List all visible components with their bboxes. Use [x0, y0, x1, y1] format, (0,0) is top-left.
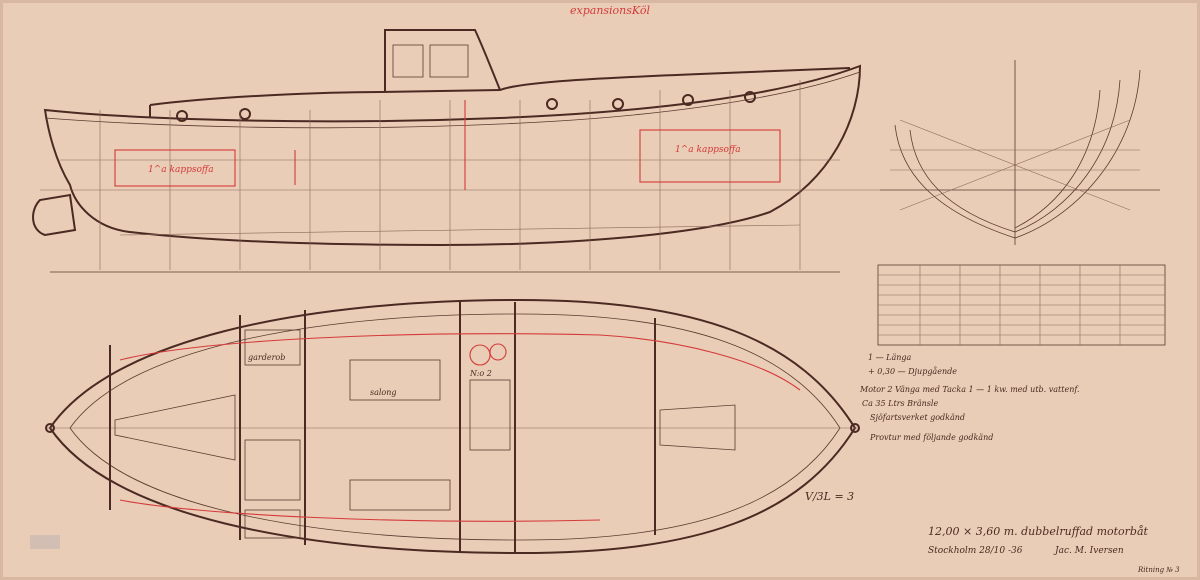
- fore-berth: [659, 404, 736, 451]
- wheelhouse-window-2: [429, 44, 469, 78]
- section-curve: [894, 124, 1016, 239]
- stem-fitting: [45, 423, 55, 433]
- red-mark-after-cabin: [114, 149, 236, 187]
- note: + 0,30 — Djupgående: [868, 367, 957, 376]
- locker: [349, 479, 451, 511]
- after-cabin-label: 1^a kappsoffa: [148, 165, 214, 175]
- settee: [114, 394, 236, 461]
- wheelhouse-window-1: [392, 44, 424, 78]
- body-plan: [877, 60, 1166, 346]
- berth: [244, 329, 301, 366]
- section-curve: [1014, 89, 1101, 229]
- offsets-grid-lines: [878, 265, 1165, 345]
- red-mark-plan: [119, 333, 801, 391]
- engine-box: [469, 379, 511, 451]
- note: Ca 35 Ltrs Bränsle: [862, 399, 938, 408]
- porthole: [176, 110, 188, 122]
- notes-block: 1 — Länga + 0,30 — Djupgående Motor 2 Vä…: [859, 353, 1080, 442]
- note: Provtur med följande godkänd: [869, 433, 993, 442]
- section-curve: [1014, 69, 1141, 239]
- side-profile: [32, 29, 880, 273]
- red-mark-fore-cabin: [639, 129, 781, 183]
- wardrobe-label: garderob: [248, 353, 285, 362]
- porthole: [682, 94, 694, 106]
- keel-line: [119, 224, 801, 236]
- drawing-signature: Jac. M. Iversen: [1053, 546, 1124, 556]
- porthole: [546, 98, 558, 110]
- ratio-label: V/3L = 3: [805, 490, 854, 503]
- fore-cabin-label: 1^a kappsoffa: [675, 145, 741, 155]
- berth: [244, 439, 301, 501]
- red-mark-circle: [489, 343, 507, 361]
- drawing-title: 12,00 × 3,60 m. dubbelruffad motorbåt: [928, 525, 1149, 538]
- nos-label: N:o 2: [469, 369, 492, 378]
- locker: [244, 509, 301, 539]
- wheelhouse: [384, 29, 501, 92]
- bow-fitting: [850, 423, 860, 433]
- cabin-trunk: [149, 67, 851, 118]
- section-curve: [1014, 79, 1121, 233]
- expansion-keel-label: expansionsKöl: [570, 4, 650, 17]
- archive-stamp: [30, 535, 60, 549]
- note: Sjöfartsverket godkänd: [870, 413, 965, 422]
- sheet-number: Ritning № 3: [1137, 566, 1180, 574]
- table: [349, 359, 441, 401]
- deck-line: [44, 71, 861, 129]
- portholes: [176, 91, 756, 122]
- hull-profile: [43, 64, 862, 247]
- saloon-label: salong: [370, 388, 397, 397]
- drawing-place-date: Stockholm 28/10 -36: [928, 546, 1023, 556]
- porthole: [744, 91, 756, 103]
- note: 1 — Länga: [868, 353, 912, 362]
- station-lines: [99, 80, 801, 270]
- note: Motor 2 Vänga med Tacka 1 — 1 kw. med ut…: [859, 385, 1080, 394]
- section-curve: [909, 129, 1016, 233]
- rudder: [32, 193, 77, 237]
- red-mark-plan: [119, 499, 601, 522]
- diagonal: [899, 119, 1131, 211]
- porthole: [612, 98, 624, 110]
- plan-view: [45, 298, 860, 555]
